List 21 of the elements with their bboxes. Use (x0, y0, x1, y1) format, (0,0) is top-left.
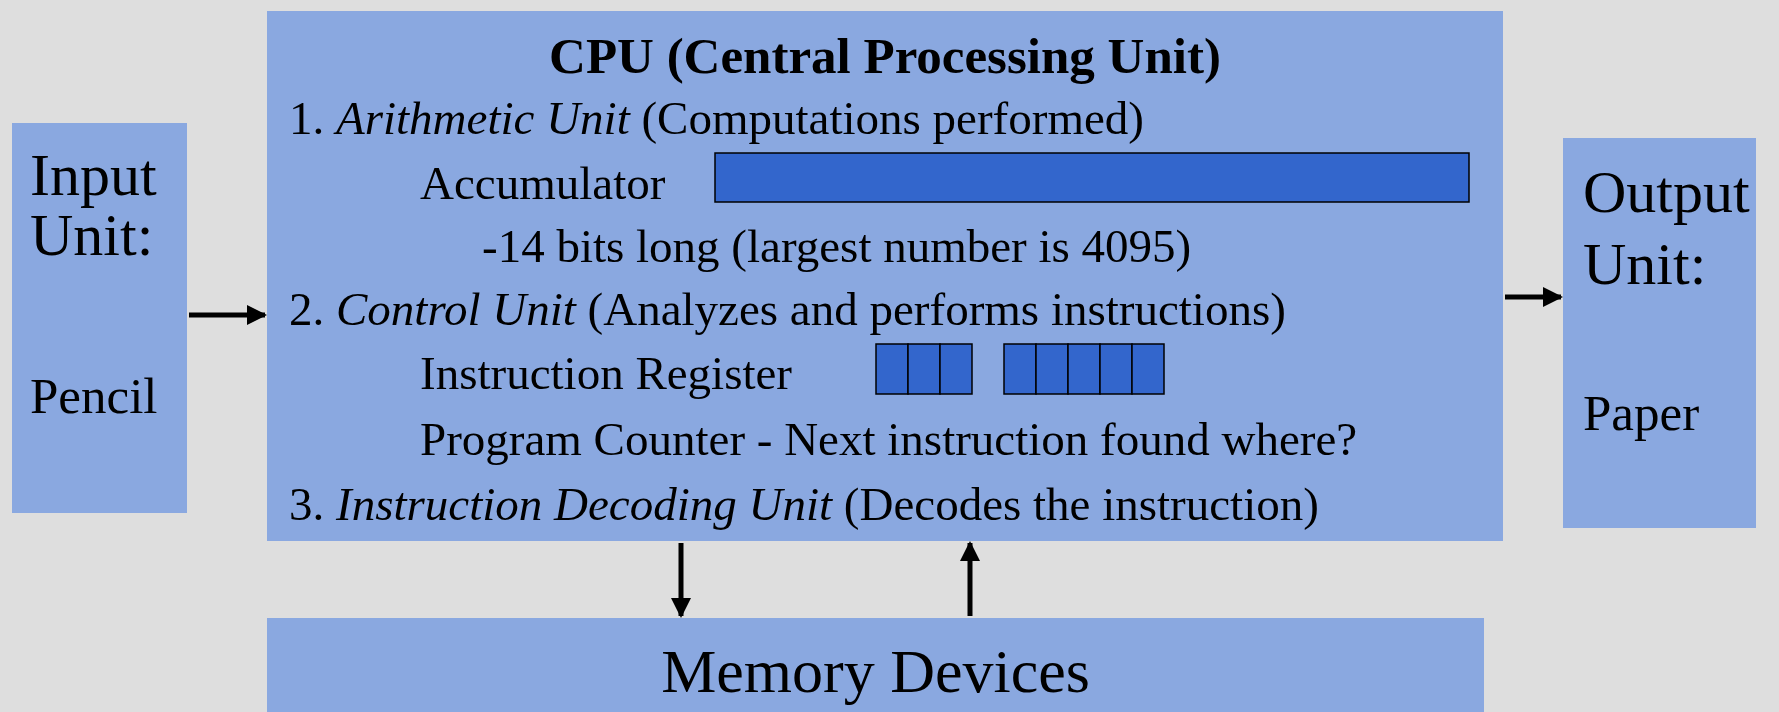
arrow (189, 305, 267, 325)
unit-heading: Output Unit: (1583, 158, 1751, 299)
unit-heading: Input Unit: (30, 145, 158, 265)
unit-box (12, 123, 187, 513)
arrow (960, 541, 980, 616)
register-note: -14 bits long (largest number is 4095) (482, 221, 1192, 273)
unit-caption: Paper (1583, 385, 1700, 442)
cpu-heading: CPU (Central Processing Unit) (548, 28, 1222, 85)
cpu-panel (267, 11, 1503, 541)
arrow (671, 543, 691, 618)
register-label: Accumulator (420, 158, 666, 210)
arrow (1505, 287, 1563, 307)
list-item: 1. Arithmetic Unit (Computations performed) (289, 93, 1144, 145)
register-label: Program Counter - Next instruction found where? (420, 414, 1358, 466)
register-label: Instruction Register (420, 348, 792, 400)
list-item: 3. Instruction Decoding Unit (Decodes the instruction) (289, 479, 1319, 531)
memory-label: Memory Devices (660, 637, 1091, 706)
unit-box (267, 618, 1484, 712)
unit-box (1563, 138, 1756, 528)
unit-caption: Pencil (30, 368, 158, 425)
list-item: 2. Control Unit (Analyzes and performs instructions) (289, 284, 1286, 336)
